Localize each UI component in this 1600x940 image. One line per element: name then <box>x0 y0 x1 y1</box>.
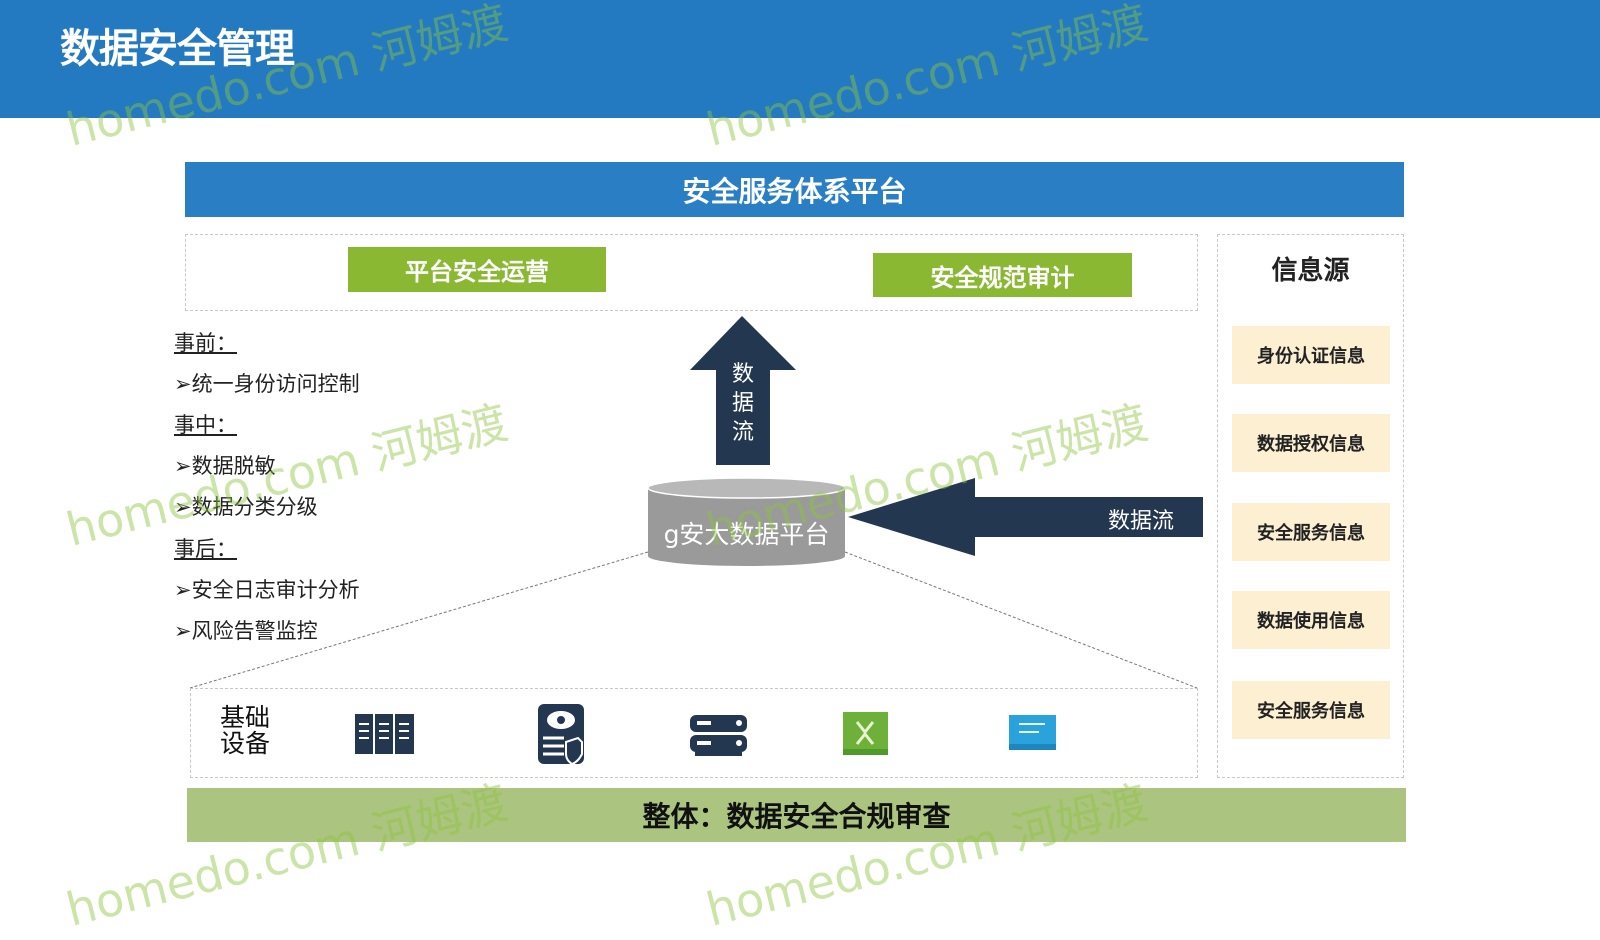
left-arrow-label: 数据流 <box>1108 509 1175 534</box>
platform-bar: 安全服务体系平台 <box>185 162 1404 217</box>
up-arrow <box>690 316 796 465</box>
list-item: ➢数据分类分级 <box>174 495 318 519</box>
audit-button[interactable]: 安全规范审计 <box>873 253 1132 297</box>
platform-ops-button[interactable]: 平台安全运营 <box>348 247 606 292</box>
info-item: 数据使用信息 <box>1232 591 1390 649</box>
phase-during: 事中： <box>174 413 237 437</box>
dotted-connector-left <box>189 551 649 689</box>
compliance-bar: 整体：数据安全合规审查 <box>187 788 1406 842</box>
info-item: 安全服务信息 <box>1232 503 1390 561</box>
info-item: 数据授权信息 <box>1232 414 1390 472</box>
list-item: ➢统一身份访问控制 <box>174 372 360 396</box>
list-item: ➢风险告警监控 <box>174 619 318 643</box>
database-cylinder <box>647 477 846 566</box>
list-item: ➢安全日志审计分析 <box>174 578 360 602</box>
page-title: 数据安全管理 <box>60 26 295 72</box>
infrastructure-box <box>190 688 1198 778</box>
left-arrow <box>848 478 1203 556</box>
info-source-title: 信息源 <box>1271 256 1350 286</box>
header-band <box>0 0 1600 118</box>
up-arrow-label: 数 据 流 <box>731 362 754 445</box>
switch-green-icon <box>843 712 888 755</box>
switch-blue-icon <box>1009 715 1056 750</box>
database-shield-icon <box>538 704 584 766</box>
infrastructure-label: 基础 设备 <box>220 703 271 758</box>
info-item: 安全服务信息 <box>1232 681 1390 739</box>
operations-box <box>185 234 1198 311</box>
cylinder-label: g安大数据平台 <box>663 520 830 549</box>
phase-after: 事后： <box>174 537 237 561</box>
diagram-graphics <box>189 316 1203 689</box>
list-item: ➢数据脱敏 <box>174 454 276 478</box>
phase-before: 事前： <box>174 331 237 355</box>
dotted-connector-right <box>844 551 1198 689</box>
network-storage-icon <box>690 715 747 756</box>
info-source-panel <box>1217 234 1404 778</box>
info-item: 身份认证信息 <box>1232 326 1390 384</box>
server-rack-icon <box>355 714 414 754</box>
